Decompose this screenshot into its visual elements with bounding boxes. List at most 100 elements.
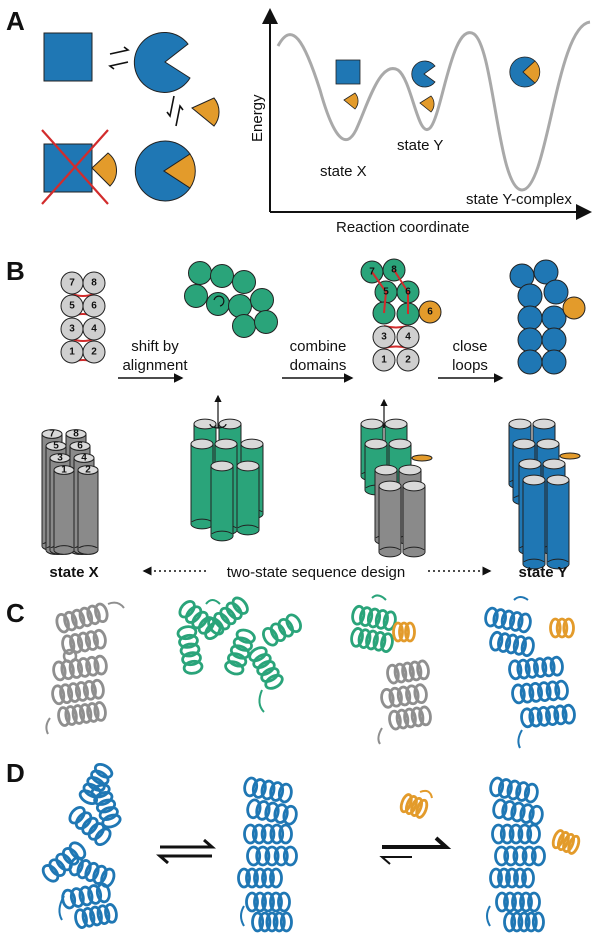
helix-circle: [82, 317, 106, 341]
helix-turn: [399, 793, 413, 814]
helix-turn: [510, 911, 524, 933]
helix-turn: [74, 908, 88, 929]
helix-turn: [497, 778, 513, 799]
helix-circle: [82, 294, 106, 318]
helix-turn: [260, 779, 276, 801]
helix-turn: [86, 702, 100, 723]
helix-number: 2: [405, 355, 411, 366]
helix-turn: [95, 882, 111, 904]
helix-turn: [93, 701, 107, 722]
cylinder-mask: [547, 562, 569, 565]
helix-cylinder: [210, 460, 234, 542]
helix-turn: [545, 680, 561, 702]
helix-turn: [255, 845, 271, 867]
helix-turn: [78, 606, 94, 628]
helix-cylinder: [378, 480, 402, 558]
helix-number: 2: [91, 347, 97, 358]
helix-turn: [561, 703, 576, 725]
helix-turn: [567, 834, 581, 855]
helix-turn: [74, 811, 93, 830]
helix-turn: [269, 867, 283, 889]
helix-turn: [90, 769, 110, 786]
helix-turn: [90, 783, 111, 799]
helix-turn: [178, 633, 199, 649]
helix-turn: [57, 706, 71, 727]
helix-turn: [89, 905, 103, 927]
cylinder-mask: [191, 522, 213, 525]
helix-ribbon: [386, 659, 430, 685]
energy-plot: Energy Reaction coordinate state X state…: [249, 8, 592, 236]
loop-segment: [517, 729, 523, 749]
helix-turn: [269, 622, 287, 643]
helix-circle: [372, 325, 396, 349]
helix-ribbon: [237, 867, 283, 889]
panel-a: A Energy Reaction: [6, 6, 592, 236]
helix-turn: [258, 911, 272, 933]
step-2-line-2: domains: [290, 357, 347, 374]
helix-ribbon: [246, 798, 298, 826]
blue-helix-circle: [533, 259, 559, 285]
helix-turn: [519, 803, 535, 824]
helix-turn: [78, 885, 94, 907]
helix-turn: [499, 823, 515, 845]
helix-turn: [93, 763, 114, 779]
helix-turn: [519, 682, 535, 704]
helix-turn: [380, 687, 395, 709]
helix-turn: [380, 632, 394, 653]
helix-ribbon: [246, 845, 298, 867]
step-3-line-1: close: [452, 338, 487, 355]
helix-turn: [227, 652, 248, 668]
helix-ribbon: [489, 867, 535, 889]
helix-ribbon: [207, 596, 249, 636]
helix-turn: [86, 604, 101, 626]
helix-turn: [264, 845, 280, 867]
loop-segment: [107, 601, 125, 609]
loop-segment: [258, 689, 265, 713]
helix-ribbon: [262, 613, 302, 647]
state-y-cylinders: [508, 418, 581, 570]
loop-segment: [377, 727, 383, 745]
panel-d: D: [6, 758, 581, 933]
helix-turn: [555, 617, 569, 639]
helix-turn: [277, 617, 295, 638]
loop-segment: [371, 594, 387, 601]
step-arrow-2: combine domains: [282, 338, 354, 383]
helix-turn: [489, 776, 505, 798]
helix-turn: [489, 867, 503, 889]
cylinder-top: [546, 474, 570, 486]
cylinder-body: [77, 469, 99, 551]
helix-turn: [410, 796, 424, 817]
helix-number: 7: [369, 267, 375, 278]
cylinder-top: [45, 441, 67, 451]
helix-number: 4: [81, 453, 87, 464]
helix-number: 8: [91, 278, 97, 289]
helix-ribbon: [484, 606, 532, 634]
cylinder-top: [210, 460, 234, 472]
helix-turn: [96, 904, 111, 925]
helix-turn: [388, 686, 403, 708]
helix-turn: [69, 633, 84, 654]
state-y-complex-label: state Y-complex: [466, 191, 572, 208]
helix-ribbon: [489, 630, 535, 658]
helix-turn: [484, 606, 499, 628]
helix-turn: [282, 804, 298, 826]
helix-turn: [213, 611, 231, 631]
helix-circle: [372, 348, 396, 372]
helix-turn: [260, 823, 276, 845]
state-x-square: [43, 32, 93, 82]
helix-circle: [396, 348, 420, 372]
helix-turn: [78, 703, 93, 724]
helix-turn: [357, 628, 372, 649]
helix-turn: [533, 657, 548, 679]
helix-ribbon: [245, 891, 291, 913]
helix-turn: [503, 845, 519, 867]
helix-turn: [403, 707, 417, 729]
helix-turn: [84, 861, 100, 883]
blue-helix-circle: [517, 327, 543, 353]
ligand-wedge: [191, 97, 220, 127]
helix-turn: [374, 609, 389, 630]
helix-ribbon: [551, 829, 581, 855]
helix-number: 1: [69, 347, 75, 358]
helix-turn: [262, 626, 279, 647]
